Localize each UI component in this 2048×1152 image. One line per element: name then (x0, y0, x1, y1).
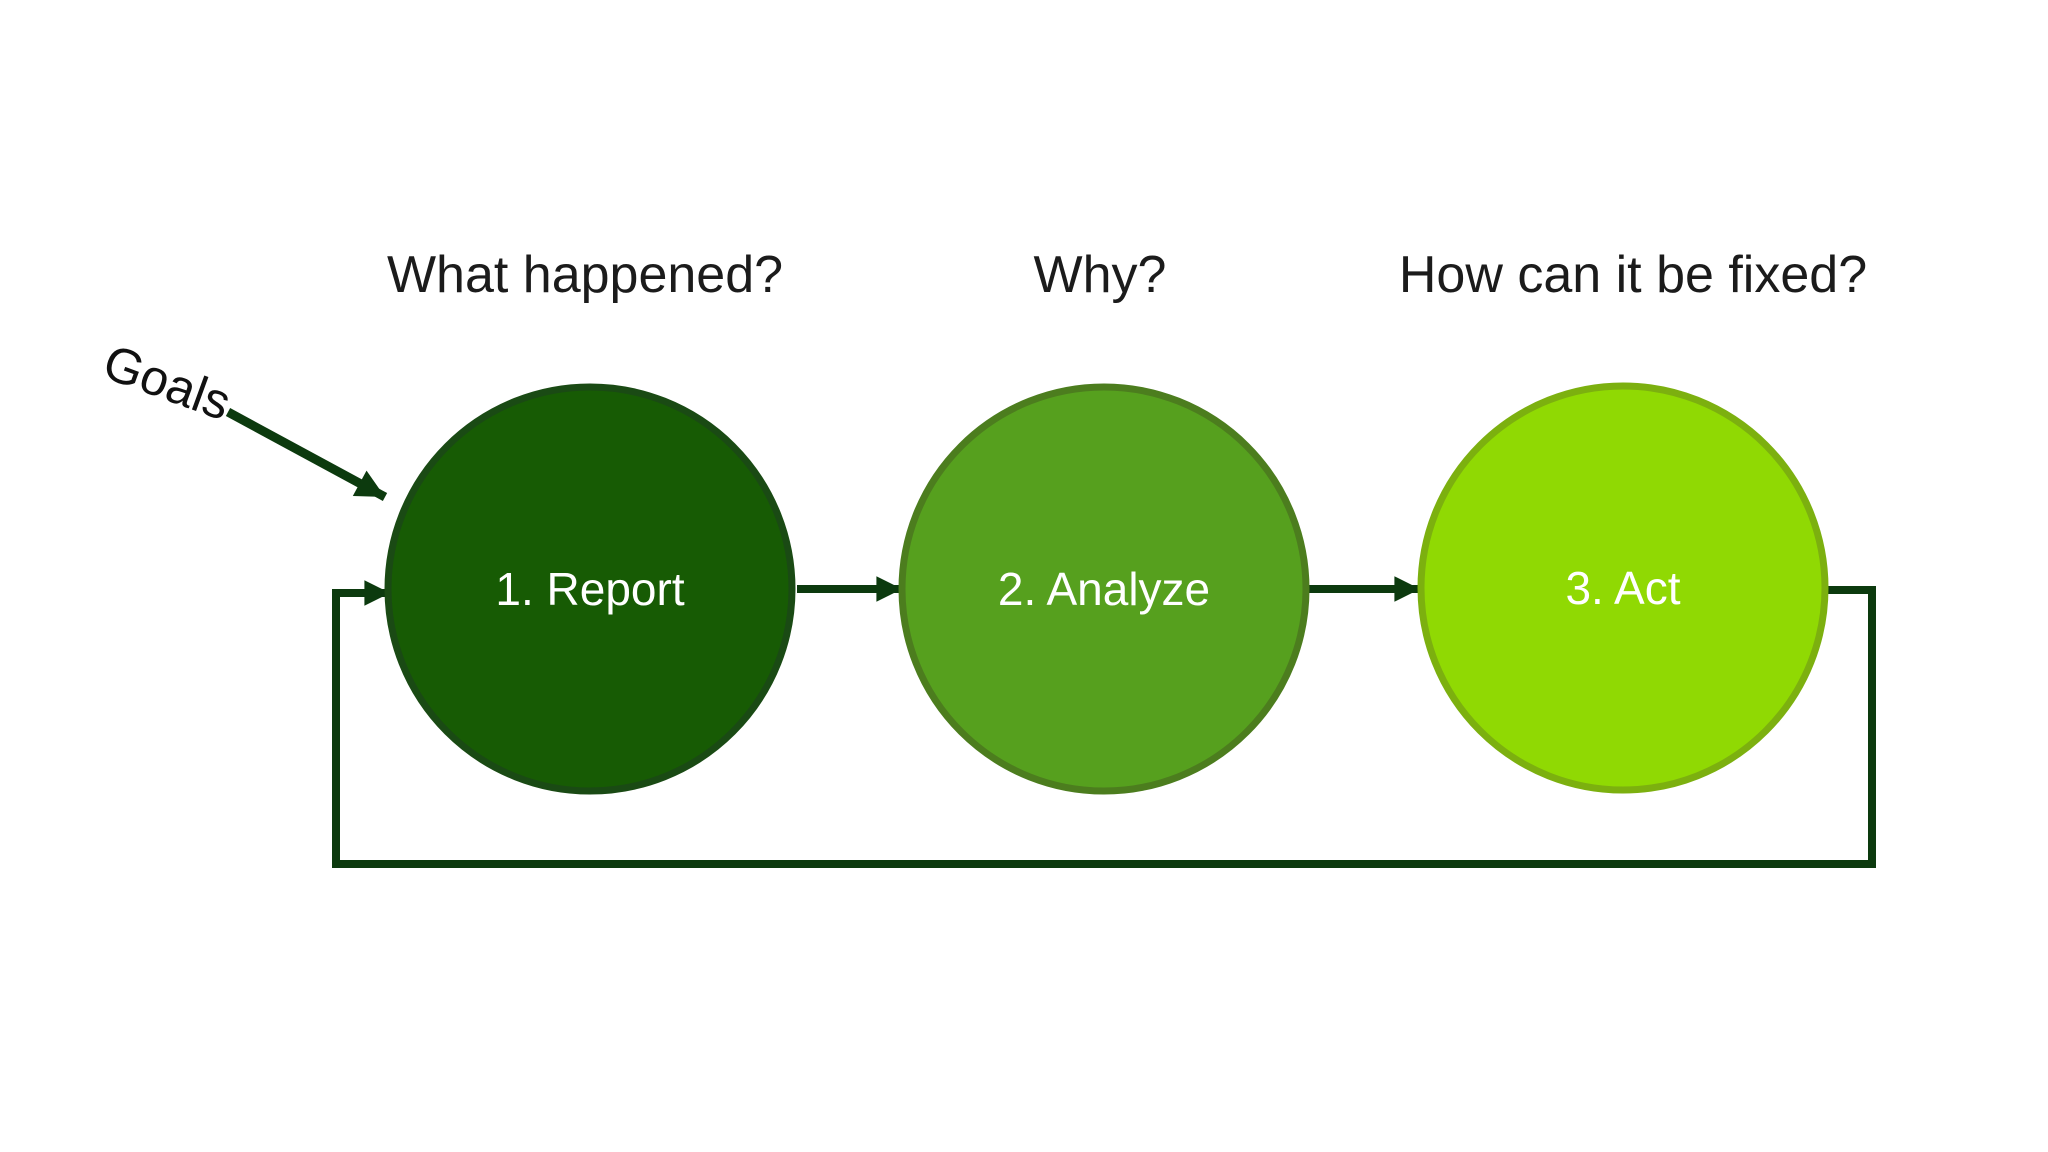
step-analyze: 2. Analyze (898, 383, 1310, 795)
step-analyze-circle (902, 387, 1306, 791)
step-act: 3. Act (1417, 382, 1829, 794)
step-report-circle (388, 387, 792, 791)
goals-label: Goals (96, 334, 238, 431)
goals-arrow (225, 408, 388, 501)
step-act-label: 3. Act (1565, 562, 1680, 614)
step-act-circle (1421, 386, 1825, 790)
step-report-circle-border (384, 383, 796, 795)
step-act-circle-border (1417, 382, 1829, 794)
heading-how-can-it-be-fixed: How can it be fixed? (1399, 246, 1867, 304)
heading-why: Why? (1034, 246, 1167, 304)
step-report-label: 1. Report (495, 563, 684, 615)
heading-what-happened: What happened? (387, 246, 783, 304)
step-analyze-label: 2. Analyze (998, 563, 1210, 615)
step-analyze-circle-border (898, 383, 1310, 795)
step-report: 1. Report (384, 383, 796, 795)
feedback-loop-arrow (332, 580, 1876, 868)
